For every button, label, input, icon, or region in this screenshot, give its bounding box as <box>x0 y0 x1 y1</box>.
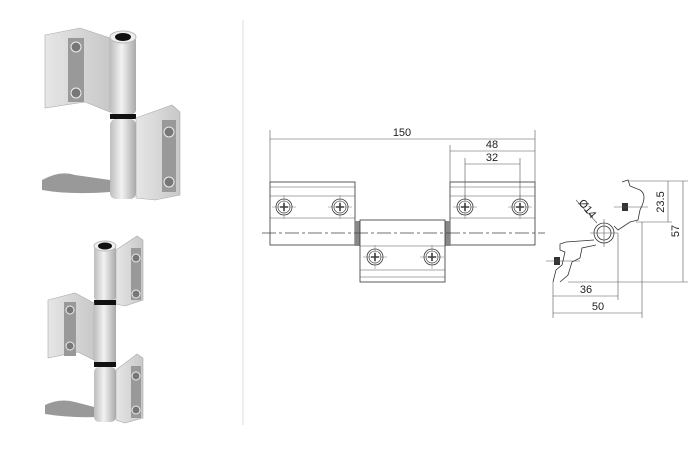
dim-d14: Ø14 <box>576 197 599 221</box>
screw-icon <box>163 176 175 188</box>
dim-36: 36 <box>553 284 618 297</box>
screw-icon <box>508 195 532 219</box>
screw-icon <box>70 87 82 99</box>
screw-icon <box>453 195 477 219</box>
dim-57: 57 <box>670 181 684 282</box>
dim-150: 150 <box>270 127 535 140</box>
dim-48: 48 <box>450 139 535 152</box>
leaf-recess <box>68 38 84 102</box>
top-barrel <box>94 244 116 300</box>
front-view: 150 48 32 <box>262 127 545 283</box>
hinge-3d-two-knuckle <box>42 27 181 201</box>
screw-icon <box>163 126 175 138</box>
screw-icon <box>65 305 75 315</box>
svg-text:32: 32 <box>486 152 498 164</box>
screw-icon <box>328 195 352 219</box>
screw-icon <box>65 341 75 351</box>
hinge-3d-three-knuckle <box>45 235 144 424</box>
screw-icon <box>131 371 141 381</box>
svg-text:50: 50 <box>592 301 604 313</box>
svg-text:150: 150 <box>393 127 411 139</box>
upper-barrel <box>110 36 136 114</box>
svg-text:36: 36 <box>580 284 592 296</box>
screw-icon <box>272 195 296 219</box>
lower-barrel <box>110 119 136 199</box>
screw-icon <box>70 41 82 53</box>
svg-text:48: 48 <box>486 139 498 151</box>
screw-icon <box>363 245 387 269</box>
screw-icon <box>131 253 141 263</box>
svg-text:23.5: 23.5 <box>655 191 667 212</box>
dim-23-5: 23.5 <box>655 181 669 222</box>
screw-icon <box>131 405 141 415</box>
screw-icon <box>131 289 141 299</box>
shadow <box>42 173 110 194</box>
screw-icon <box>420 245 444 269</box>
side-view: Ø14 23.5 57 36 50 <box>546 179 688 318</box>
dim-32: 32 <box>465 152 520 165</box>
svg-text:57: 57 <box>670 225 682 237</box>
dim-50: 50 <box>553 301 642 314</box>
